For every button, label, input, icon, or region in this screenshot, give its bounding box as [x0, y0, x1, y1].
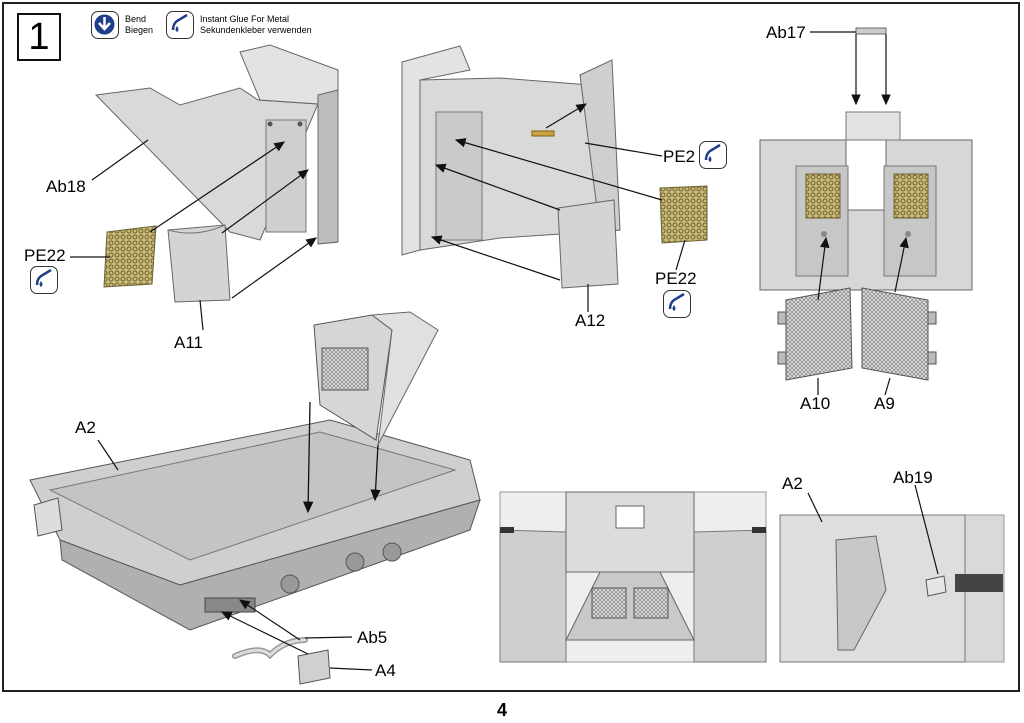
grille-a9 [861, 287, 937, 381]
mesh-pe22-mid [659, 185, 708, 244]
glue-icon-pe22-left [30, 266, 58, 294]
panel-a11 [167, 224, 231, 303]
label-a9: A9 [874, 394, 895, 413]
step-number: 1 [17, 13, 61, 61]
assembly-arrows [149, 103, 909, 655]
cover-a4 [297, 649, 331, 685]
label-a2-detail: A2 [782, 474, 803, 493]
panel-ab18 [94, 44, 339, 245]
label-a12: A12 [575, 311, 606, 330]
bracket-ab17 [851, 27, 891, 106]
label-pe22-mid: PE22 [655, 269, 697, 288]
detail-view-1 [499, 491, 767, 663]
detail-view-2 [779, 514, 1005, 663]
instruction-frame [2, 2, 1020, 692]
bend-arrow-icon [91, 11, 119, 39]
rear-plate [759, 111, 973, 291]
label-a10: A10 [800, 394, 831, 413]
label-ab18: Ab18 [46, 177, 86, 196]
glue-icon-pe22-mid [663, 290, 691, 318]
bend-legend-de: Biegen [125, 25, 154, 35]
glue-bottle-icon [166, 11, 194, 39]
glue-icon-pe2 [699, 141, 727, 169]
label-pe22-left: PE22 [24, 246, 66, 265]
glue-legend-en: Instant Glue For Metal [200, 14, 290, 24]
page-number: 4 [496, 700, 507, 720]
glue-legend-text: Instant Glue For Metal Sekundenkleber ve… [200, 14, 312, 36]
label-a11: A11 [174, 333, 203, 352]
mesh-pe22-left [103, 225, 157, 288]
panel-a12 [557, 199, 619, 289]
bend-legend-en: Bend [125, 14, 147, 24]
label-pe2: PE2 [663, 147, 696, 166]
label-ab5: Ab5 [357, 628, 388, 647]
label-a2-main: A2 [75, 418, 96, 437]
label-a4: A4 [375, 661, 396, 680]
leader-lines [70, 31, 939, 671]
label-ab19: Ab19 [893, 468, 933, 487]
exhaust-ab5 [232, 637, 308, 660]
label-ab17: Ab17 [766, 23, 806, 42]
glue-legend-de: Sekundenkleber verwenden [200, 25, 312, 35]
bend-legend-text: Bend Biegen [125, 14, 153, 36]
hull-a2 [29, 311, 481, 631]
grille-a10 [777, 287, 853, 381]
